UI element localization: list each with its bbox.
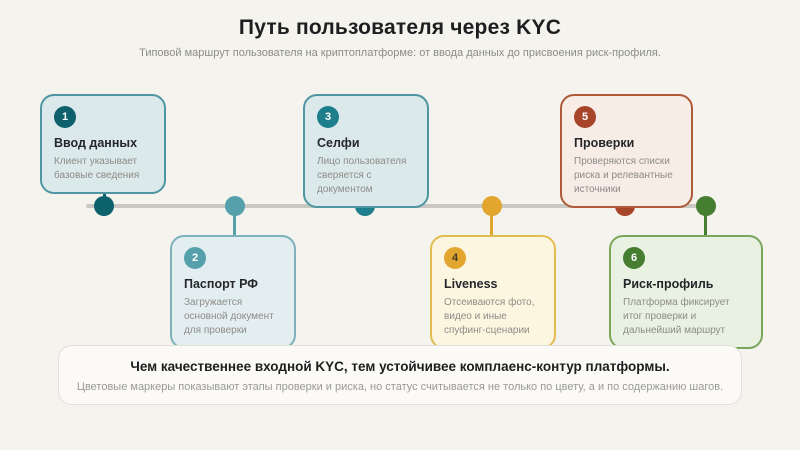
- step-description: Клиент указывает базовые сведения: [54, 156, 140, 181]
- step-card-6: 6 Риск-профиль Платформа фиксирует итог …: [609, 235, 763, 349]
- step-card-4: 4 Liveness Отсеиваются фото, видео и ины…: [430, 235, 556, 349]
- step-card-2: 2 Паспорт РФ Загружается основной докуме…: [170, 235, 296, 349]
- step-number-badge: 5: [574, 106, 596, 128]
- step-title: Liveness: [444, 277, 498, 291]
- timeline-dot-1: [94, 196, 114, 216]
- step-description: Проверяются списки риска и релевантные и…: [574, 156, 673, 195]
- step-card-3: 3 Селфи Лицо пользователя сверяется с до…: [303, 94, 429, 208]
- step-connector-2: [233, 206, 236, 235]
- step-number-badge: 1: [54, 106, 76, 128]
- step-number-badge: 6: [623, 247, 645, 269]
- step-connector-4: [490, 206, 493, 235]
- step-number-badge: 3: [317, 106, 339, 128]
- step-number-badge: 4: [444, 247, 466, 269]
- step-number-badge: 2: [184, 247, 206, 269]
- step-description: Отсеиваются фото, видео и иные спуфинг-с…: [444, 297, 535, 336]
- step-connector-6: [704, 206, 707, 235]
- step-description: Загружается основной документ для провер…: [184, 297, 274, 336]
- step-card-1: 1 Ввод данных Клиент указывает базовые с…: [40, 94, 166, 194]
- step-title: Селфи: [317, 136, 360, 150]
- summary-card: Чем качественнее входной KYC, тем устойч…: [58, 345, 742, 405]
- step-title: Ввод данных: [54, 136, 138, 150]
- summary-headline: Чем качественнее входной KYC, тем устойч…: [130, 359, 670, 374]
- step-description: Платформа фиксирует итог проверки и даль…: [623, 297, 730, 336]
- step-title: Риск-профиль: [623, 277, 714, 291]
- page-title: Путь пользователя через KYC: [238, 16, 562, 39]
- page-subtitle: Типовой маршрут пользователя на криптопл…: [139, 47, 661, 59]
- step-title: Проверки: [574, 136, 635, 150]
- step-card-5: 5 Проверки Проверяются списки риска и ре…: [560, 94, 693, 208]
- step-title: Паспорт РФ: [184, 277, 258, 291]
- step-description: Лицо пользователя сверяется с документом: [317, 156, 407, 195]
- summary-note: Цветовые маркеры показывают этапы провер…: [76, 381, 724, 393]
- header: Путь пользователя через KYC Типовой марш…: [0, 16, 800, 59]
